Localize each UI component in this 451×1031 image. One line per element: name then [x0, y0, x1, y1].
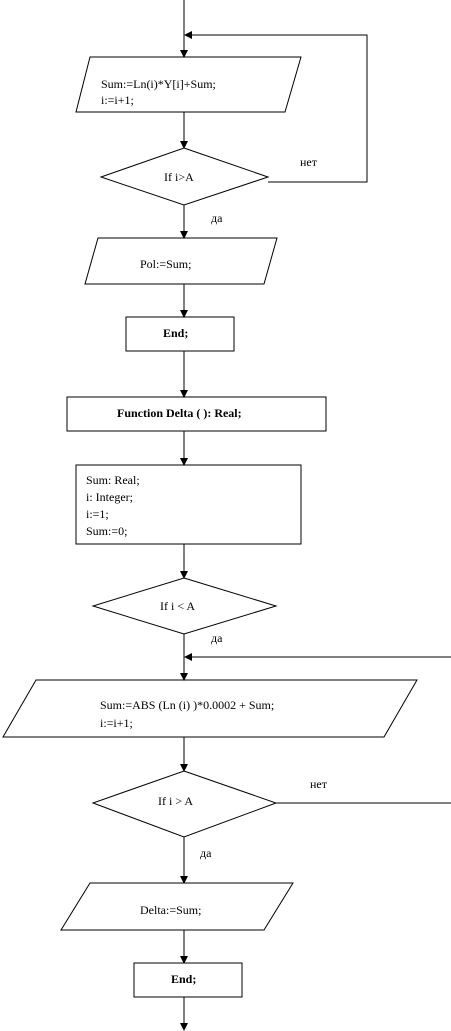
function-shape [66, 396, 327, 432]
loop2-compute-line2: i:=i+1; [100, 716, 133, 730]
loop2-yes-label: да [200, 846, 212, 860]
loop2-condition-label: If i > A [158, 794, 194, 808]
function-label: Function Delta ( ): Real; [117, 406, 242, 420]
pol-shape [84, 237, 278, 285]
declaration-line4: Sum:=0; [86, 524, 128, 538]
loop2-no-label: нет [310, 777, 327, 791]
loop1-compute-line2: i:=i+1; [101, 93, 134, 107]
check1-label: If i < A [160, 599, 196, 613]
end2-label: End; [171, 972, 197, 986]
check1-yes-label: да [211, 631, 223, 645]
loop1-no-label: нет [300, 155, 317, 169]
declaration-line1: Sum: Real; [86, 473, 140, 487]
declaration-line2: i: Integer; [86, 490, 133, 504]
delta-shape [60, 882, 294, 931]
end1-label: End; [163, 326, 189, 340]
pol-label: Pol:=Sum; [140, 257, 192, 271]
loop1-compute-shape [75, 56, 302, 113]
loop1-back-edge [184, 31, 368, 183]
declaration-line3: i:=1; [86, 507, 109, 521]
delta-label: Delta:=Sum; [140, 903, 202, 917]
loop2-compute-shape [2, 679, 418, 738]
end2-shape [133, 962, 243, 998]
end1-shape [125, 316, 235, 352]
loop1-condition-label: If i>A [164, 170, 194, 184]
declarations-shape [75, 464, 302, 545]
loop1-yes-label: да [211, 211, 223, 225]
loop2-compute-line1: Sum:=ABS (Ln (i) )*0.0002 + Sum; [100, 698, 275, 712]
loop1-compute-line1: Sum:=Ln(i)*Y[i]+Sum; [101, 77, 216, 91]
